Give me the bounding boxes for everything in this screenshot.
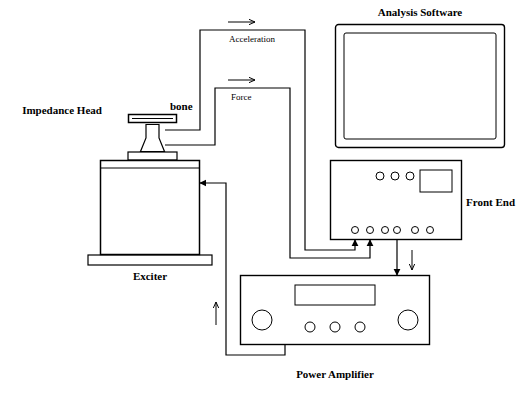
input-port xyxy=(382,227,389,234)
device-label: Power Amplifier xyxy=(296,368,374,380)
exciter-base xyxy=(88,255,212,265)
monitor-case xyxy=(336,25,505,148)
display-window xyxy=(295,285,375,305)
node-outline xyxy=(100,160,200,255)
node-outline xyxy=(330,160,462,240)
device-label: Exciter xyxy=(133,270,167,282)
display-window xyxy=(420,170,452,192)
knob xyxy=(305,322,315,332)
input-port xyxy=(412,227,419,234)
mount-pedestal xyxy=(128,152,177,160)
bone-node: bone xyxy=(128,114,177,123)
top-plate xyxy=(100,168,200,169)
flow-arrow xyxy=(228,22,255,23)
node-outline xyxy=(240,275,430,345)
input-port xyxy=(394,227,401,234)
flow-arrow xyxy=(412,250,413,270)
front-end: Front End xyxy=(330,160,462,240)
bone-detail xyxy=(132,118,173,119)
knob xyxy=(355,322,365,332)
knob xyxy=(376,172,384,180)
impedance-head-shape xyxy=(141,125,165,152)
knob xyxy=(252,310,272,330)
exciter: Exciter xyxy=(100,160,200,255)
analysis-monitor: Analysis Software xyxy=(335,24,505,148)
knob xyxy=(398,310,418,330)
amplifier-case xyxy=(241,276,430,345)
signal-wire xyxy=(396,240,397,275)
device-label: Analysis Software xyxy=(378,6,462,18)
input-port xyxy=(427,227,434,234)
front-end-case xyxy=(331,161,462,240)
device-label: bone xyxy=(170,100,193,112)
flow-arrow xyxy=(216,302,217,325)
node-outline xyxy=(140,124,165,152)
bone-sample xyxy=(129,115,177,123)
signal-label: Force xyxy=(230,93,253,103)
input-port xyxy=(367,227,374,234)
impedance-head: Impedance Head xyxy=(140,124,165,152)
knob xyxy=(330,322,340,332)
device-label: Impedance Head xyxy=(20,104,104,116)
flow-arrow xyxy=(228,80,255,81)
node-outline xyxy=(128,114,177,123)
exciter-body xyxy=(101,161,200,255)
device-label: Front End xyxy=(466,196,515,208)
node-outline xyxy=(335,24,505,148)
power-amplifier: Power Amplifier xyxy=(240,275,430,345)
signal-label: Acceleration xyxy=(228,35,276,45)
knob xyxy=(391,172,399,180)
monitor-screen xyxy=(344,33,496,139)
knob xyxy=(406,172,414,180)
input-port xyxy=(352,227,359,234)
